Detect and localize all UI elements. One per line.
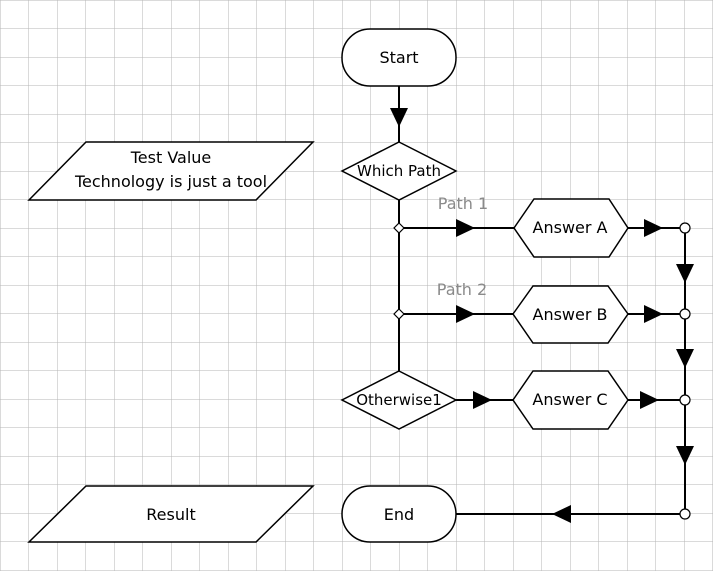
- junction-circle-b: [679, 308, 691, 320]
- edge-label-path1: Path 1: [438, 194, 488, 213]
- otherwise-diamond-shape: [340, 370, 458, 430]
- junction-circle-end: [679, 508, 691, 520]
- arrowheads: [390, 108, 694, 523]
- answer-b-hexagon-shape: [512, 285, 629, 344]
- node-start[interactable]: Start: [341, 28, 457, 87]
- end-label: End: [384, 505, 414, 524]
- answer-a-label: Answer A: [533, 218, 608, 237]
- arrow-otherwise: [473, 391, 492, 409]
- answer-b-label: Answer B: [533, 305, 608, 324]
- arrow-merge-1: [676, 264, 694, 283]
- arrow-path2: [456, 305, 475, 323]
- arrow-path1: [456, 219, 475, 237]
- arrow-merge-2: [676, 349, 694, 368]
- end-terminator-shape: [341, 485, 457, 543]
- junction-circle-a: [679, 222, 691, 234]
- junction-diamond-path2: [393, 308, 405, 320]
- output-label: Result: [146, 505, 195, 524]
- junction-circle-c: [679, 394, 691, 406]
- node-decision[interactable]: Which Path: [340, 141, 458, 201]
- node-input-test-value[interactable]: Test Value Technology is just a tool: [27, 141, 315, 201]
- output-parallelogram-shape: [27, 485, 315, 543]
- node-answer-c[interactable]: Answer C: [512, 370, 629, 430]
- start-label: Start: [379, 48, 418, 67]
- start-terminator-shape: [341, 28, 457, 87]
- junction-diamond-path1: [393, 222, 405, 234]
- node-output-result[interactable]: Result: [27, 485, 315, 543]
- answer-c-hexagon-shape: [512, 370, 629, 430]
- decision-label: Which Path: [357, 162, 441, 180]
- arrow-start-decision: [390, 108, 408, 127]
- arrow-answer-b: [644, 305, 663, 323]
- node-answer-a[interactable]: Answer A: [513, 198, 629, 258]
- input-title: Test Value: [130, 148, 212, 167]
- decision-diamond-shape: [340, 141, 458, 201]
- junctions: [393, 222, 691, 520]
- node-end[interactable]: End: [341, 485, 457, 543]
- arrow-merge-3: [676, 446, 694, 465]
- arrow-to-end: [552, 505, 571, 523]
- otherwise-label: Otherwise1: [356, 391, 442, 409]
- answer-a-hexagon-shape: [513, 198, 629, 258]
- arrow-answer-c: [640, 391, 659, 409]
- arrow-answer-a: [644, 219, 663, 237]
- node-otherwise[interactable]: Otherwise1: [340, 370, 458, 430]
- input-parallelogram-shape: [27, 141, 315, 201]
- node-answer-b[interactable]: Answer B: [512, 285, 629, 344]
- edge-label-path2: Path 2: [437, 280, 487, 299]
- input-value: Technology is just a tool: [74, 172, 267, 191]
- answer-c-label: Answer C: [532, 390, 607, 409]
